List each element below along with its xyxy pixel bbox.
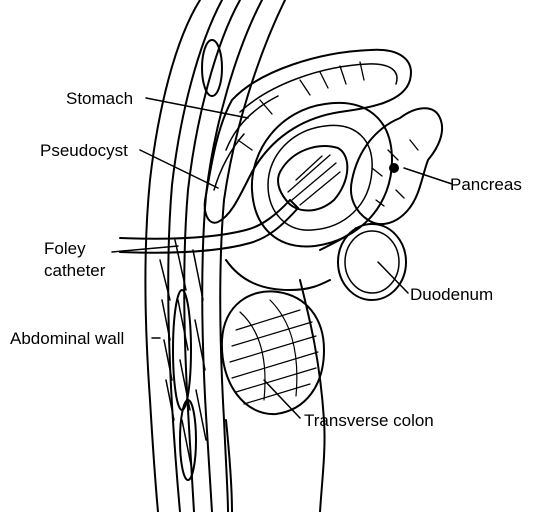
label-transverse-colon: Transverse colon [304,410,434,431]
label-foley-line2: catheter [44,260,105,281]
label-pancreas: Pancreas [450,174,522,195]
transverse-colon-drawing [222,291,324,414]
mesentery-lines [226,228,356,512]
label-duodenum: Duodenum [410,284,493,305]
label-stomach: Stomach [66,88,133,109]
label-pseudocyst: Pseudocyst [40,140,128,161]
pancreas-drawing [351,108,442,224]
label-abdominal-wall: Abdominal wall [10,328,124,349]
leader-lines [112,98,452,418]
label-foley-line1: Foley [44,238,86,259]
